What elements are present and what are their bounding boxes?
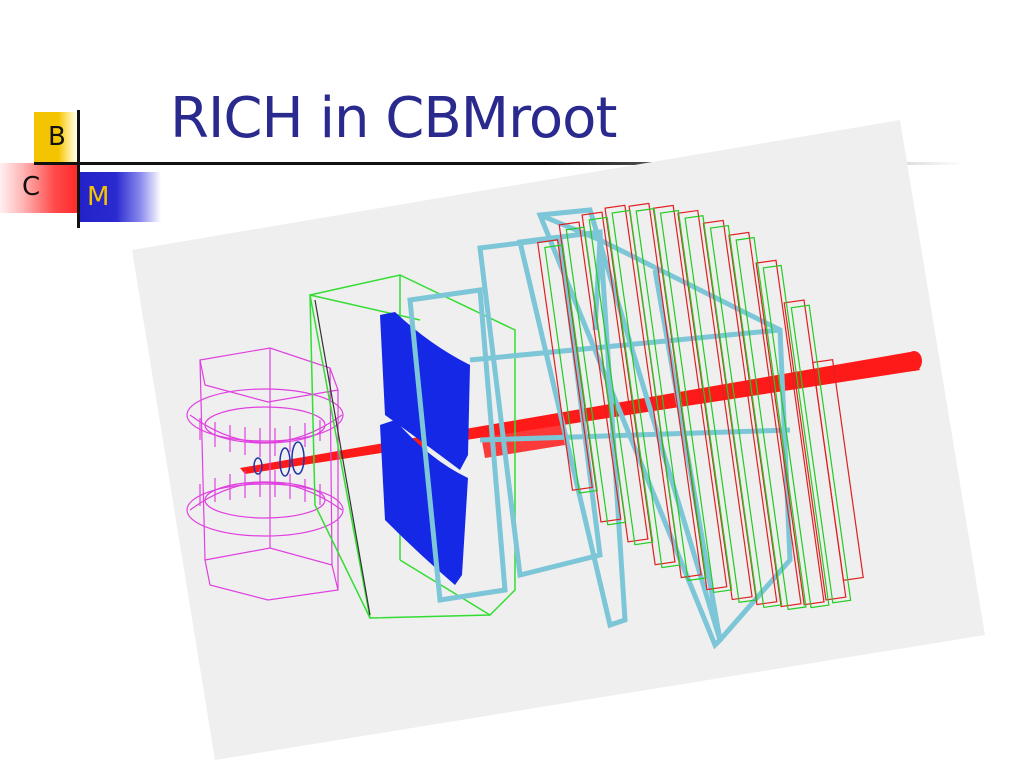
logo-c-block: C (0, 163, 78, 213)
slide-title: RICH in CBMroot (170, 86, 617, 151)
rich-mirrors (380, 312, 470, 585)
title-underline-rule (34, 162, 964, 165)
logo-letter-m: M (87, 182, 110, 212)
logo-m-block: M (79, 172, 161, 222)
tracking-stations (407, 207, 793, 650)
magnet-wireframe (186, 347, 344, 601)
logo-letter-b: B (48, 122, 66, 152)
logo-b-block: B (34, 112, 78, 162)
detector-slabs (537, 202, 864, 611)
logo-vertical-rule (77, 110, 80, 228)
rich-front-edge (314, 299, 371, 616)
vertex-detector (253, 441, 305, 477)
logo-letter-c: C (22, 172, 41, 202)
